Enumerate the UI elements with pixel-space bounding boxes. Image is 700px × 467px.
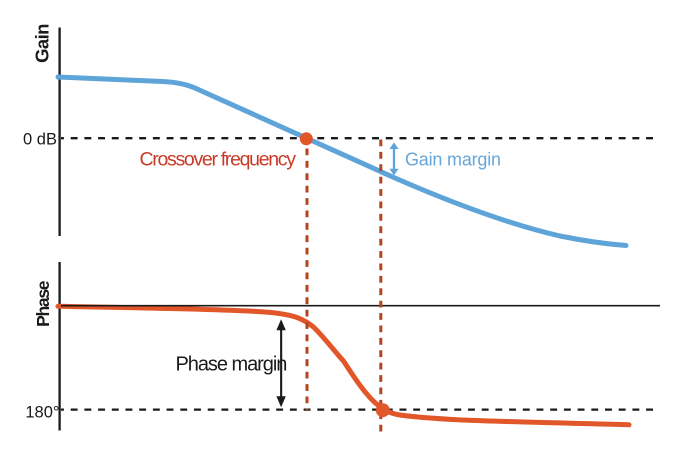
svg-text:180°: 180° [25,404,59,422]
svg-text:Gain margin: Gain margin [405,150,501,170]
svg-text:Phase: Phase [33,280,53,327]
svg-text:Gain: Gain [32,24,53,63]
svg-text:Crossover frequency: Crossover frequency [140,149,297,171]
svg-text:Phase margin: Phase margin [176,354,287,376]
svg-text:0 dB: 0 dB [23,130,57,148]
